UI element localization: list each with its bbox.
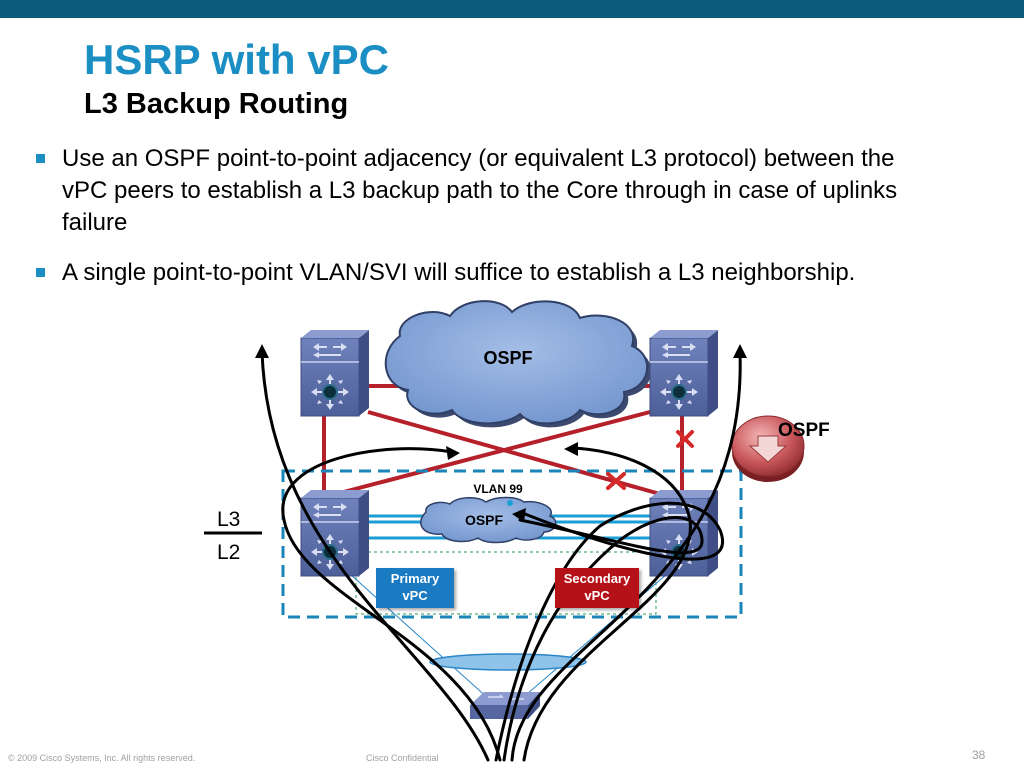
traffic-flow-arrows xyxy=(260,350,742,762)
core-switch-right-icon xyxy=(649,329,719,417)
bullet-item: Use an OSPF point-to-point adjacency (or… xyxy=(36,143,936,239)
slide-title: HSRP with vPC xyxy=(84,36,389,83)
bullet-text: A single point-to-point VLAN/SVI will su… xyxy=(62,259,856,286)
bullet-square-icon xyxy=(36,268,45,277)
failure-x-icon xyxy=(606,472,626,490)
l3-label: L3 xyxy=(217,508,240,531)
bullet-text: Use an OSPF point-to-point adjacency (or… xyxy=(62,145,898,236)
core-cloud-label: OSPF xyxy=(483,348,532,368)
router-label: OSPF xyxy=(778,420,830,441)
peer-cloud-label: OSPF xyxy=(465,512,504,528)
bullet-list: Use an OSPF point-to-point adjacency (or… xyxy=(36,143,936,307)
footer-copyright: © 2009 Cisco Systems, Inc. All rights re… xyxy=(8,753,196,763)
access-links xyxy=(329,555,689,701)
footer-confidential: Cisco Confidential xyxy=(366,753,439,763)
router-icon xyxy=(731,415,805,482)
arrow-heads xyxy=(255,344,747,522)
failure-x-icon xyxy=(676,430,694,448)
top-bar xyxy=(0,0,1024,18)
vlan-label: VLAN 99 xyxy=(473,482,523,496)
vlan-dot xyxy=(507,500,513,506)
slide-subtitle: L3 Backup Routing xyxy=(84,88,349,120)
core-switch-left-icon xyxy=(300,329,370,417)
bullet-square-icon xyxy=(36,154,45,163)
core-ospf-cloud xyxy=(384,300,652,428)
l2-label: L2 xyxy=(217,541,240,564)
page-number: 38 xyxy=(972,748,986,762)
agg-switch-left-icon xyxy=(300,489,370,577)
vpc-domain-box xyxy=(281,469,743,619)
bullet-item: A single point-to-point VLAN/SVI will su… xyxy=(36,257,936,289)
port-channel-ellipse xyxy=(429,653,587,671)
